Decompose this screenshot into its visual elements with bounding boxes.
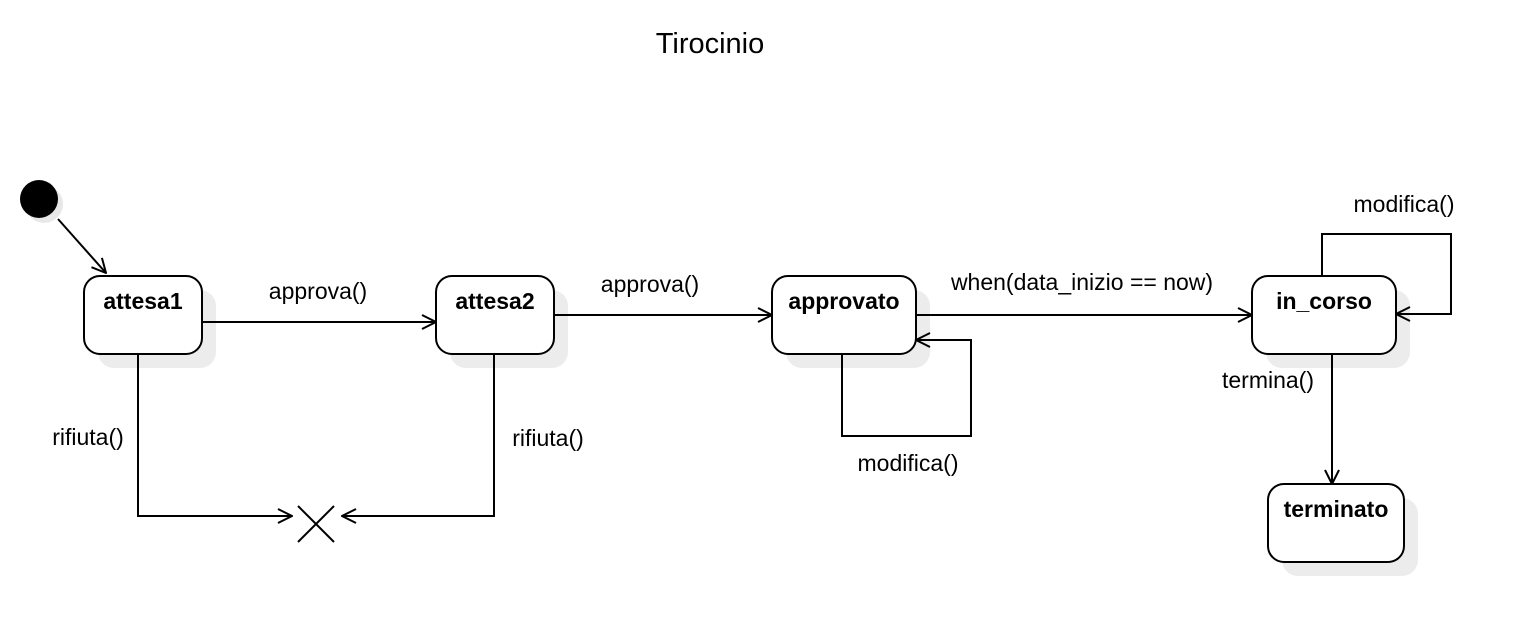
state-terminato-label: terminato <box>1284 496 1389 522</box>
label-in-corso-to-terminato: termina() <box>1222 367 1314 393</box>
state-attesa2: attesa2 <box>435 275 568 368</box>
edge-initial-to-attesa1 <box>57 218 106 273</box>
state-approvato-label: approvato <box>788 288 899 314</box>
state-in-corso-label: in_corso <box>1276 288 1372 314</box>
label-attesa1-to-terminate: rifiuta() <box>52 424 124 450</box>
edge-attesa1-to-terminate <box>137 354 292 516</box>
terminate-node-icon <box>297 505 335 543</box>
label-attesa2-to-terminate: rifiuta() <box>512 425 584 451</box>
state-attesa2-label: attesa2 <box>455 288 534 314</box>
label-attesa2-to-approvato: approva() <box>601 271 699 297</box>
label-attesa1-to-attesa2: approva() <box>269 278 367 304</box>
edge-attesa2-to-terminate <box>342 354 495 516</box>
label-approvato-to-in-corso: when(data_inizio == now) <box>950 269 1213 295</box>
state-in-corso: in_corso <box>1251 275 1410 368</box>
state-terminato: terminato <box>1267 483 1418 576</box>
edge-in-corso-self-loop <box>1321 233 1452 314</box>
label-approvato-self-loop: modifica() <box>858 450 959 476</box>
initial-node <box>20 180 58 218</box>
label-in-corso-self-loop: modifica() <box>1354 191 1455 217</box>
state-approvato: approvato <box>771 275 930 368</box>
state-attesa1: attesa1 <box>83 275 216 368</box>
edge-approvato-self-loop <box>841 340 972 437</box>
diagram-title: Tirocinio <box>656 28 765 60</box>
state-attesa1-label: attesa1 <box>103 288 182 314</box>
